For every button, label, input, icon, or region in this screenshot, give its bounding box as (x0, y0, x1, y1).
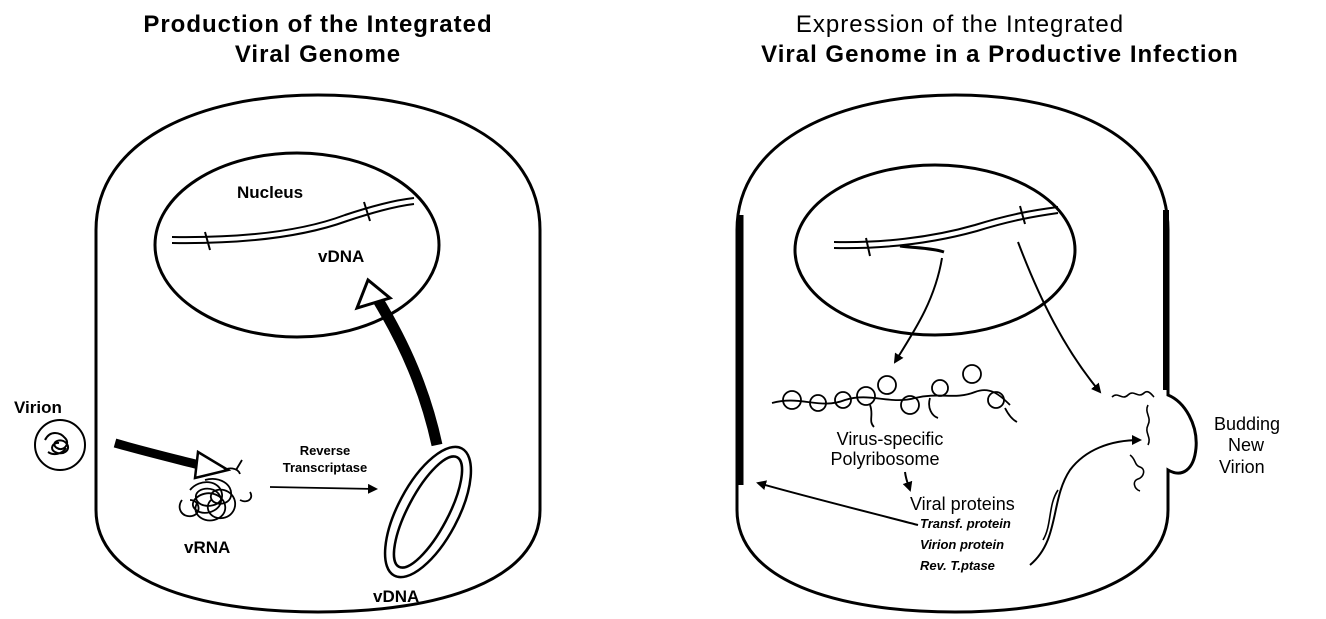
left-nucleus-label: Nucleus (237, 183, 303, 202)
budding-label-line1: Budding (1214, 414, 1280, 434)
left-title-line1: Production of the Integrated (143, 11, 492, 38)
right-integrated-dna (834, 206, 1058, 256)
rt-arrow (270, 487, 376, 489)
translation-arrow (905, 472, 910, 490)
budding-label-line2: New (1228, 435, 1265, 455)
right-title-line1: Expression of the Integrated (796, 11, 1124, 38)
left-nucleus (155, 153, 439, 337)
right-title-line2: Viral Genome in a Productive Infection (761, 41, 1239, 68)
virion-particle (35, 420, 85, 470)
vdna-circle-label: vDNA (373, 587, 419, 606)
protein-item-2: Virion protein (920, 537, 1004, 552)
polyribosome-label-line2: Polyribosome (830, 449, 939, 469)
transf-protein-arrow (758, 483, 918, 525)
right-panel: Expression of the Integrated Viral Genom… (737, 11, 1280, 612)
polyribosome-label-line1: Virus-specific (837, 429, 944, 449)
left-integrated-dna (172, 198, 414, 250)
right-cell-membrane (737, 95, 1196, 612)
budding-label-line3: Virion (1219, 457, 1265, 477)
vdna-circle (368, 434, 489, 589)
viral-proteins-label: Viral proteins (910, 494, 1015, 514)
entry-arrow (115, 443, 203, 466)
polyribosome (772, 365, 1017, 427)
entry-arrow-head (195, 452, 228, 478)
left-vdna-nucleus-label: vDNA (318, 247, 364, 266)
left-title-line2: Viral Genome (235, 41, 401, 68)
rt-label-line1: Reverse (300, 443, 351, 458)
rt-label-line2: Transcriptase (283, 460, 368, 475)
virion-label: Virion (14, 398, 62, 417)
genome-export-arrow (1018, 242, 1100, 392)
vrna-label: vRNA (184, 538, 230, 557)
left-panel: Production of the Integrated Viral Genom… (14, 11, 540, 612)
left-cell-membrane (96, 95, 540, 612)
virion-core (45, 433, 68, 454)
protein-item-3: Rev. T.ptase (920, 558, 995, 573)
integration-arrow (378, 300, 437, 445)
protein-item-1: Transf. protein (920, 516, 1011, 531)
transcription-arrow (895, 258, 942, 362)
virion-assembly-arrow (1030, 440, 1140, 565)
